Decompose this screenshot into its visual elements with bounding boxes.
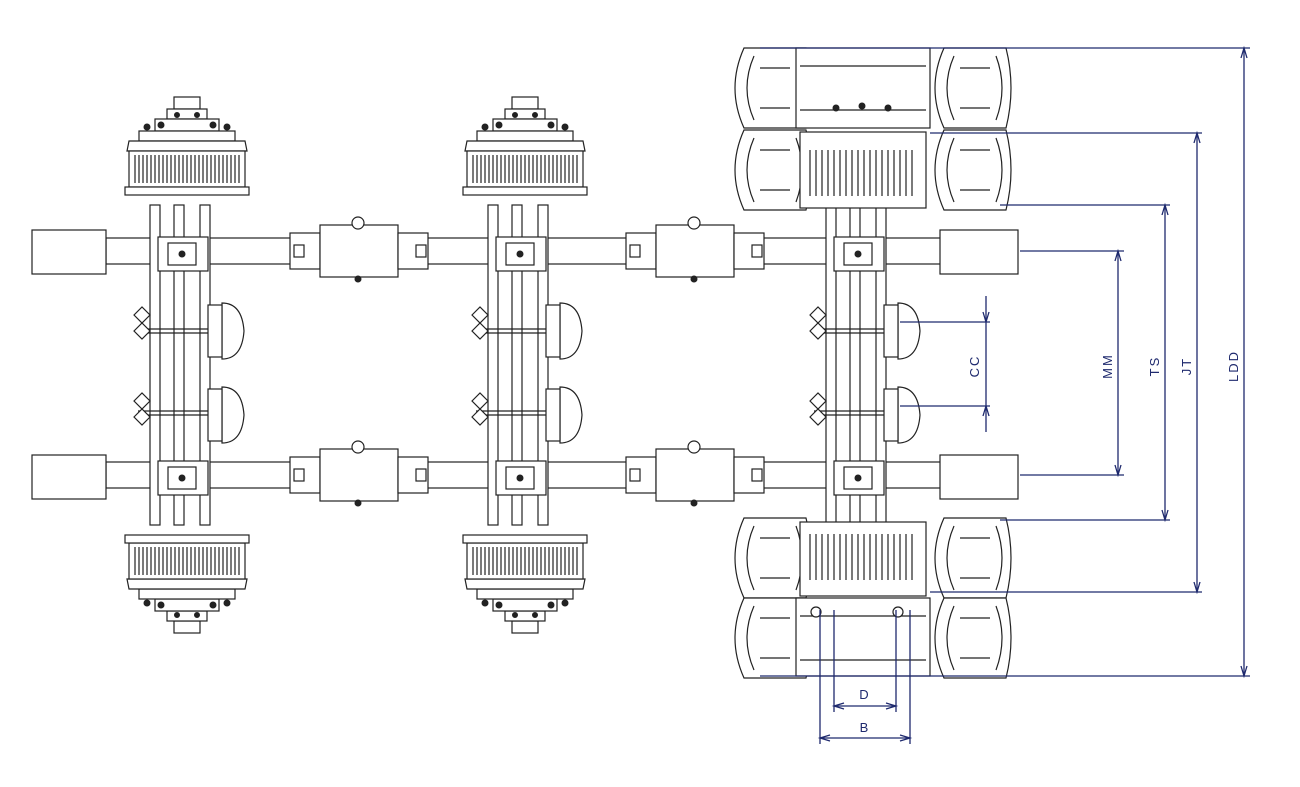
hub-left-top (124, 96, 250, 196)
dimension-cc: CC (900, 296, 990, 432)
hub-left-bottom (124, 534, 250, 634)
dimension-d: D (831, 610, 899, 712)
dimension-jt-label: JT (1179, 357, 1194, 375)
hub-middle-top (462, 96, 588, 196)
connector-lower-right (625, 440, 765, 507)
dimension-b-label: B (860, 720, 871, 735)
connector-lower-left (289, 440, 429, 507)
dimension-jt: JT (930, 130, 1202, 595)
dimension-ldd: LDD (760, 45, 1250, 679)
dimension-d-label: D (859, 687, 870, 702)
dual-tyres-bottom (734, 517, 1012, 679)
dimension-ts-label: TS (1147, 356, 1162, 377)
dimension-cc-label: CC (967, 355, 982, 378)
connector-upper-left (289, 216, 429, 283)
dual-tyres-top (734, 47, 1012, 211)
dimension-b: B (817, 610, 913, 744)
dimension-mm: MM (1020, 248, 1124, 478)
hub-middle-bottom (462, 534, 588, 634)
dimension-ts: TS (1000, 202, 1170, 523)
connector-upper-right (625, 216, 765, 283)
dimension-ldd-label: LDD (1226, 350, 1241, 382)
dimension-mm-label: MM (1100, 353, 1115, 379)
